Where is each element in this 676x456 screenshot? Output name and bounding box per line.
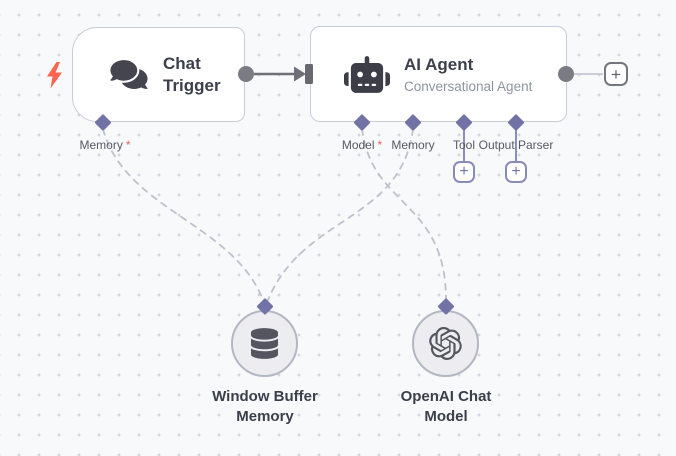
node-title-chat-trigger: Chat Trigger xyxy=(163,53,221,95)
add-node-button-outputparser[interactable]: + xyxy=(505,161,527,183)
node-openai-chat-model[interactable] xyxy=(412,310,479,377)
node-title-ai-agent: AI Agent xyxy=(404,54,474,74)
add-node-button-tool[interactable]: + xyxy=(453,161,475,183)
edge-aiagent-model-to-openaichatmodel[interactable] xyxy=(361,128,447,301)
node-window-buffer-memory[interactable] xyxy=(231,310,298,377)
port-label-chattrigger-memory: Memory* xyxy=(79,138,131,152)
arrowhead-icon xyxy=(294,66,306,82)
add-node-button-aiagent-output[interactable]: + xyxy=(604,62,628,86)
node-label-openai-chat-model: OpenAI Chat Model xyxy=(400,388,492,425)
plus-icon: + xyxy=(459,163,469,180)
required-asterisk: * xyxy=(377,138,383,152)
required-asterisk: * xyxy=(125,138,131,152)
node-ai-agent[interactable]: AI Agent Conversational Agent xyxy=(310,26,567,122)
node-label-window-buffer-memory: Window Buffer Memory xyxy=(212,388,318,425)
port-label-aiagent-outputparser: Output Parser xyxy=(478,138,554,152)
edge-chattrigger-memory-to-windowbuffermemory[interactable] xyxy=(102,128,264,301)
edge-aiagent-memory-to-windowbuffermemory[interactable] xyxy=(267,128,414,301)
trigger-bolt-icon xyxy=(47,62,62,89)
node-chat-trigger[interactable]: Chat Trigger xyxy=(72,27,245,122)
port-label-aiagent-memory: Memory xyxy=(391,138,435,152)
database-icon xyxy=(251,328,278,359)
plus-icon: + xyxy=(511,163,521,180)
robot-icon xyxy=(344,55,390,93)
openai-logo-icon xyxy=(429,327,462,360)
port-label-aiagent-tool: Tool xyxy=(452,138,476,152)
node-subtitle-ai-agent: Conversational Agent xyxy=(404,78,533,94)
plus-icon: + xyxy=(611,64,621,84)
port-label-aiagent-model: Model* xyxy=(341,138,383,152)
chat-bubbles-icon xyxy=(107,58,151,91)
